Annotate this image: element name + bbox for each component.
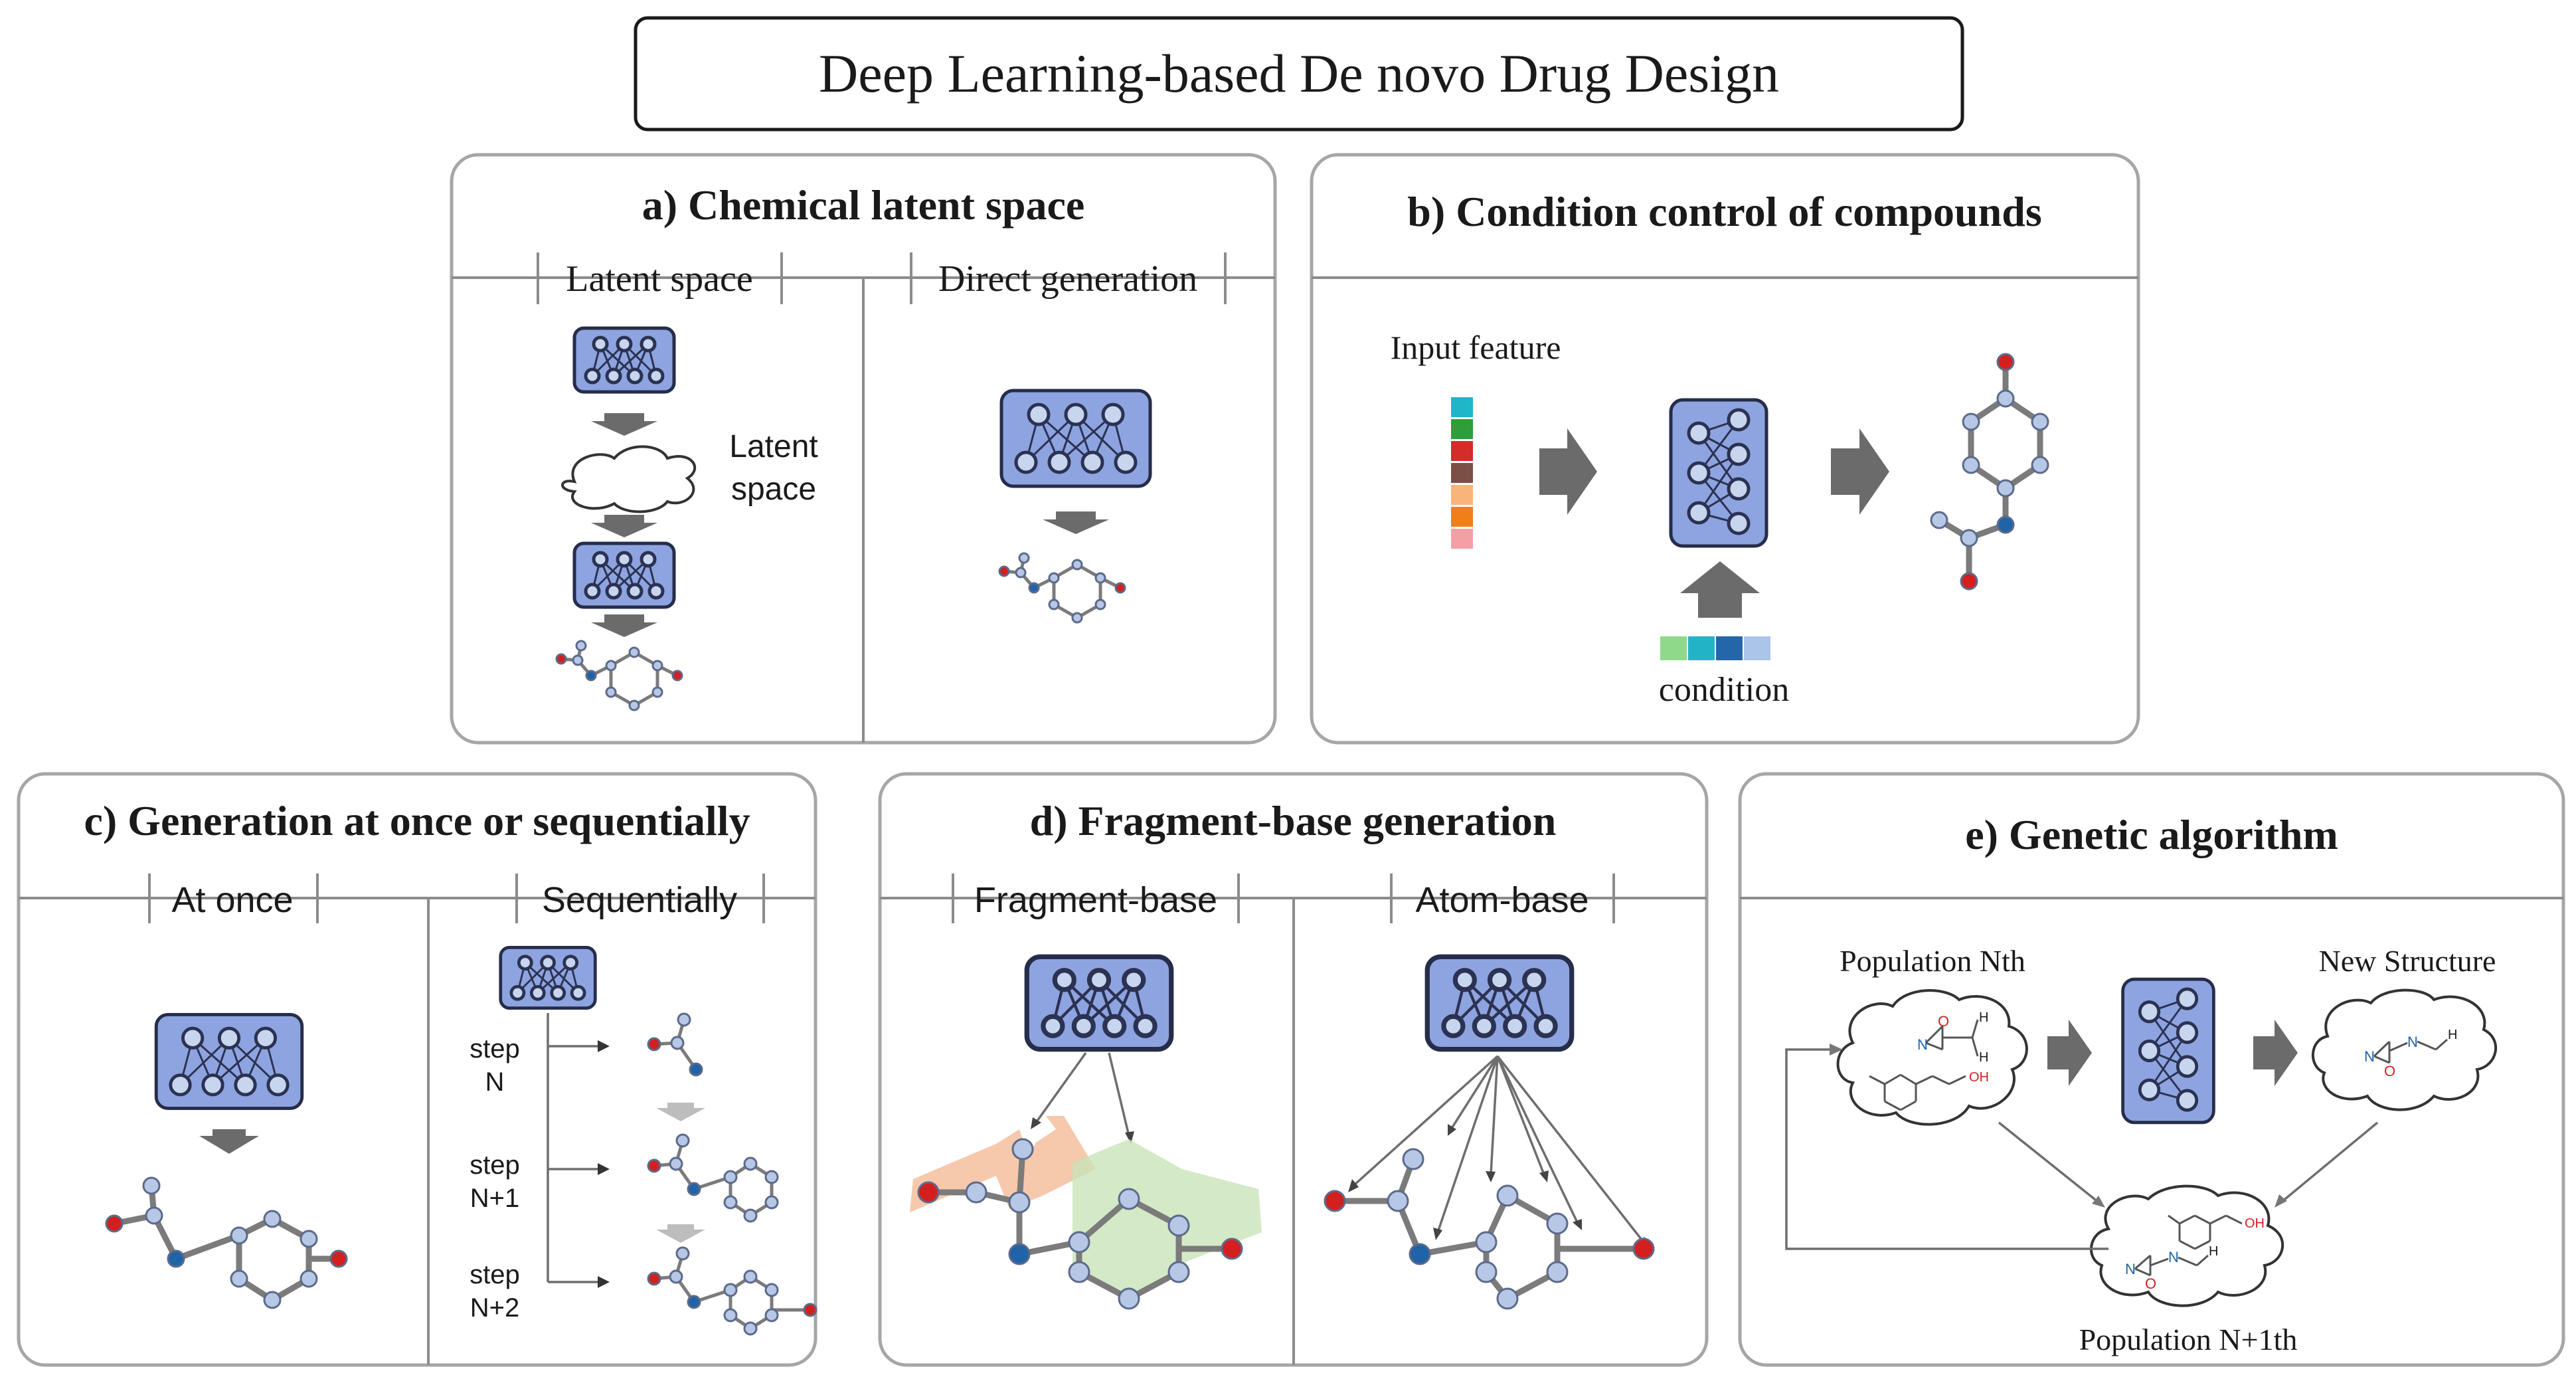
step-n2-fragment [647,1246,817,1336]
step-n-line1: step [470,1034,520,1063]
conditional-network [1671,400,1766,546]
panel-c-frame [17,772,817,1367]
latent-label-2: space [731,472,816,507]
step-n-fragment [647,1012,703,1077]
input-feature-vector [1451,397,1473,549]
step-n1-line1: step [470,1150,520,1180]
atom-label-o: O [2145,1275,2156,1292]
down-arrow [591,515,657,537]
latent-space-cloud [561,445,697,513]
right-arrow [2047,1020,2092,1086]
panel-d: d) Fragment-base generation Fragment-bas… [878,772,1709,1367]
atom-label-o: O [2384,1063,2395,1079]
decoder-network [574,543,674,607]
step-arrow [656,1224,705,1243]
feature-cell [1451,441,1473,461]
panel-c-left-header: At once [171,880,293,920]
atom-label-h: H [1979,1010,1988,1025]
population-structures: N O H H OH [1869,1010,1989,1111]
condition-cell [1744,636,1770,660]
atom-label-o: O [1938,1013,1949,1030]
encoder-network [574,328,674,392]
new-structure-cloud [2312,988,2497,1111]
step-n1-line2: N+1 [470,1184,520,1213]
right-arrow [2253,1020,2298,1086]
panel-d-right-header: Atom-base [1415,880,1589,920]
conditioned-molecule [1930,353,2049,591]
feature-cell [1451,463,1473,483]
panel-d-left-header: Fragment-base [974,880,1217,920]
feature-cell [1451,397,1473,417]
atom-network [1427,957,1572,1049]
condition-vector [1660,636,1770,660]
atom-label-n: N [2364,1048,2375,1065]
panel-d-title: d) Fragment-base generation [1030,797,1557,844]
panel-a-title: a) Chemical latent space [642,181,1085,229]
condition-cell [1688,636,1715,660]
condition-cell [1716,636,1743,660]
title-box [634,16,1964,132]
panel-e-title: e) Genetic algorithm [1965,811,2338,858]
atom-arrows [1352,1055,1645,1243]
sequential-network [501,947,596,1008]
down-arrow [591,614,657,637]
atom-label-oh: OH [1969,1070,1989,1085]
panel-a-left-header: Latent space [566,258,752,300]
ga-network [2123,979,2214,1123]
atom-label-n: N [2168,1249,2179,1265]
step-arrow [656,1103,705,1121]
step-n2-line2: N+2 [470,1293,520,1323]
up-arrow [1680,561,1760,618]
fragment-highlight-orange [910,1116,1096,1212]
down-arrow [199,1129,259,1154]
panel-b-title: b) Condition control of compounds [1407,188,2041,235]
population-label: Population Nth [1840,944,2025,978]
generator-network [1001,391,1150,486]
new-structure-label: New Structure [2319,944,2496,978]
next-population-structures: OH N O N H [2125,1214,2265,1292]
down-arrow [591,413,657,436]
panel-e: e) Genetic algorithm Population Nth New … [1738,772,2565,1367]
atom-label-h: H [1979,1050,1988,1065]
panel-b: b) Condition control of compounds Input … [1310,153,2140,745]
atom-label-n: N [1917,1036,1928,1053]
condition-label: condition [1659,671,1789,709]
right-arrow [1539,428,1597,515]
panel-a: a) Chemical latent space Latent space Di… [450,153,1277,745]
next-population-cloud [2090,1184,2284,1307]
atom-label-oh: OH [2245,1216,2265,1231]
condition-cell [1660,636,1687,660]
next-population-label: Population N+1th [2079,1323,2298,1356]
feature-cell [1451,485,1473,505]
atom-molecule [1324,1148,1655,1310]
atom-label-h: H [2209,1244,2218,1259]
new-structures: N O N H [2364,1028,2457,1079]
panel-a-right-header: Direct generation [938,258,1197,300]
feature-cell [1451,529,1473,549]
atom-label-n: N [2125,1261,2136,1277]
population-cloud [1836,989,2028,1126]
feedback-loop-line [1785,1048,2108,1250]
feature-cell [1451,507,1473,527]
panel-c-right-header: Sequentially [542,880,737,920]
step-n2-line1: step [470,1260,520,1289]
feature-cell [1451,419,1473,439]
fragment-network [1027,957,1171,1049]
panel-c-title: c) Generation at once or sequentially [84,797,750,844]
feedback-arrowhead [1830,1044,1843,1056]
step-n-line2: N [485,1067,505,1097]
diagram-title: Deep Learning-based De novo Drug Design [819,43,1779,104]
generator-network [156,1014,302,1108]
atom-label-h: H [2448,1028,2457,1042]
generated-molecule [105,1176,348,1309]
panel-c: c) Generation at once or sequentially At… [17,772,817,1367]
latent-label-1: Latent [729,429,817,464]
right-arrow [1831,428,1889,515]
atom-label-n: N [2407,1034,2418,1050]
input-feature-label: Input feature [1391,329,1561,366]
down-arrow [1043,511,1109,534]
step-n1-fragment [647,1133,779,1223]
fragment-molecule [917,1138,1243,1310]
